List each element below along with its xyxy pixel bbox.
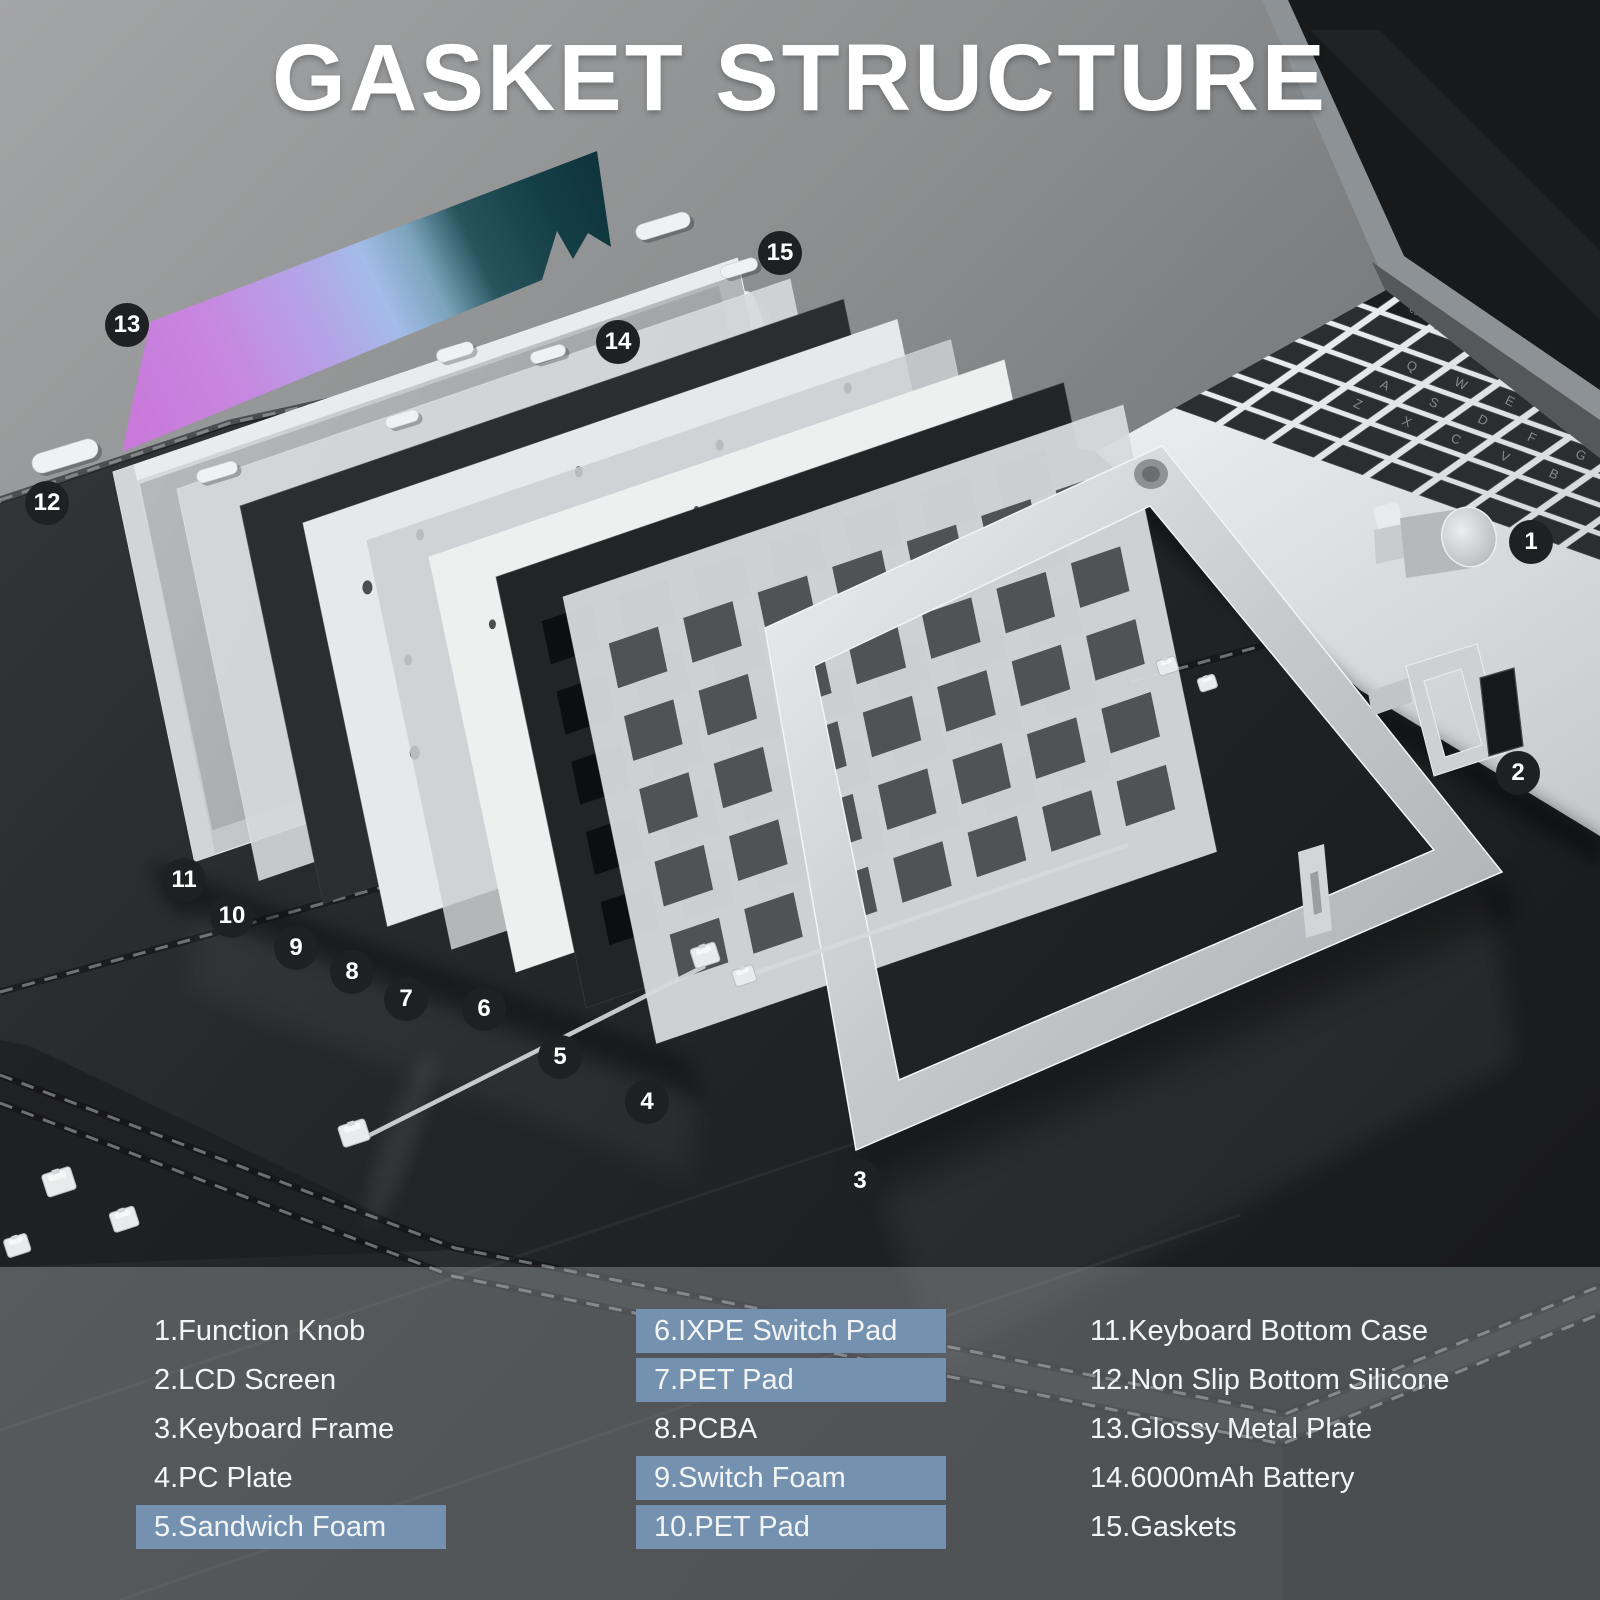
part-badge-2: 2 [1496, 751, 1540, 795]
function-knob [1373, 502, 1497, 578]
part-badge-3: 3 [838, 1159, 882, 1203]
laptop-key [1401, 387, 1466, 419]
mx-switch [337, 1118, 371, 1148]
glossy-metal-plate-shape [122, 151, 611, 452]
laptop-key [1320, 444, 1385, 476]
laptop-key [1521, 459, 1586, 490]
legend-column-2: 6.IXPE Switch Pad 7.PET Pad 8.PCBA 9.Switch… [636, 1309, 946, 1554]
part-badge-12: 12 [25, 481, 69, 525]
gasket-pill [31, 438, 102, 476]
lcd-panel [1479, 667, 1524, 757]
gasket-pills [31, 211, 762, 486]
mx-switch [1155, 655, 1179, 677]
laptop-key [1249, 390, 1314, 422]
laptop-key [1271, 427, 1336, 458]
laptop-key [1445, 460, 1510, 492]
legend-column-1: 1.Function Knob 2.LCD Screen 3.Keyboard Fr… [136, 1309, 446, 1554]
laptop-key [1499, 422, 1564, 454]
laptop-key [1428, 368, 1493, 400]
stabilizer-rod [751, 842, 1129, 977]
laptop-hinge [1372, 262, 1600, 460]
laptop-screen-panel [1288, 0, 1600, 390]
glossy-metal-plate [122, 151, 611, 452]
laptop-key [1325, 389, 1390, 420]
legend-item-3: 3.Keyboard Frame [154, 1412, 395, 1445]
laptop-key [1222, 409, 1287, 441]
legend-item-10: 10.PET Pad [636, 1505, 946, 1549]
laptop-key [1423, 424, 1488, 455]
part-badge-10: 10 [210, 894, 254, 938]
legend-item-5: 5.Sandwich Foam [136, 1505, 446, 1549]
legend-item-9: 9.Switch Foam [636, 1456, 946, 1500]
legend-item-12: 12.Non Slip Bottom Silicone [1090, 1363, 1450, 1396]
part-badge-1: 1 [1509, 520, 1553, 564]
frame-reflection [870, 892, 1516, 1365]
legend-item-11: 11.Keyboard Bottom Case [1090, 1314, 1428, 1347]
laptop-key [1467, 497, 1532, 528]
lcd-window-loop [1405, 643, 1506, 777]
knob-face [1441, 506, 1497, 568]
part-badge-14: 14 [596, 320, 640, 364]
laptop-key [1374, 406, 1439, 438]
gasket-pill [530, 344, 570, 367]
legend-item-1: 1.Function Knob [154, 1314, 366, 1347]
keyboard-frame [764, 445, 1506, 1152]
laptop-key [1369, 462, 1434, 493]
lcd-screen [1479, 667, 1524, 757]
keyboard-frame-body [764, 445, 1504, 1152]
laptop-key [1330, 333, 1395, 365]
part-badge-7: 7 [384, 977, 428, 1021]
gasket-pill [720, 257, 762, 282]
laptop-key [1396, 443, 1461, 474]
desk-floor-corner [1282, 1314, 1600, 1600]
gasket-pill [196, 460, 242, 486]
part-badge-15: 15 [758, 231, 802, 275]
legend-item-2: 2.LCD Screen [154, 1363, 337, 1396]
laptop-key [1276, 371, 1341, 403]
mx-switch [731, 964, 758, 987]
part-badge-9: 9 [274, 926, 318, 970]
laptop-key [1472, 441, 1537, 473]
laptop-key [1303, 352, 1368, 384]
part-badge-11: 11 [162, 858, 206, 902]
gasket-pill [635, 211, 695, 243]
legend-item-14: 14.6000mAh Battery [1090, 1461, 1355, 1494]
legend-column-3: 11.Keyboard Bottom Case 12.Non Slip Botto… [1072, 1309, 1465, 1554]
stack-reflection [190, 900, 700, 1180]
part-badge-13: 13 [105, 303, 149, 347]
laptop-key [1347, 425, 1412, 457]
part-badge-8: 8 [330, 950, 374, 994]
mx-switch [3, 1233, 32, 1258]
laptop-key [1543, 495, 1600, 527]
mx-switch [689, 941, 721, 969]
legend-item-6: 6.IXPE Switch Pad [636, 1309, 946, 1353]
laptop-key [1565, 532, 1600, 563]
screen-reflection [1310, 30, 1600, 320]
laptop-key [1379, 351, 1444, 382]
laptop-key [1298, 408, 1363, 439]
mx-switch [41, 1166, 77, 1198]
part-badge-6: 6 [462, 987, 506, 1031]
legend-item-7: 7.PET Pad [636, 1358, 946, 1402]
part-badge-4: 4 [625, 1080, 669, 1124]
pc-plate-sheet [562, 404, 1218, 1045]
part-badge-5: 5 [538, 1035, 582, 1079]
legend-item-15: 15.Gaskets [1090, 1510, 1237, 1543]
laptop-key [1450, 405, 1515, 436]
mx-switch [108, 1205, 140, 1233]
legend-item-13: 13.Glossy Metal Plate [1090, 1412, 1373, 1445]
legend-item-4: 4.PC Plate [154, 1461, 293, 1494]
laptop-key [1570, 476, 1600, 508]
mat-corner-shade [0, 1040, 455, 1267]
lcd-loop-arm [1368, 678, 1412, 716]
mx-switch [1196, 673, 1218, 693]
page-title: GASKET STRUCTURE [271, 25, 1329, 131]
gasket-pill [436, 341, 478, 366]
laptop-key [1352, 370, 1417, 401]
laptop-key [1494, 478, 1559, 509]
legend-item-8: 8.PCBA [654, 1412, 758, 1445]
laptop-key [1357, 314, 1422, 346]
knob-shaft [1374, 524, 1404, 564]
gasket-pill [385, 409, 423, 432]
